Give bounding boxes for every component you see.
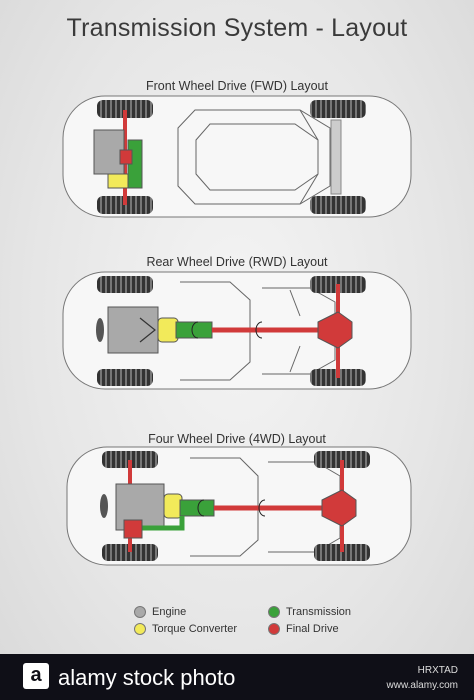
- watermark-bar: [0, 654, 474, 700]
- 4wd-layout-title: Four Wheel Drive (4WD) Layout: [148, 432, 326, 446]
- legend-engine: Engine: [134, 606, 186, 618]
- watermark-text: alamy stock photo: [58, 665, 236, 690]
- rwd-diagram: [62, 271, 412, 390]
- legend-final-drive: Final Drive: [268, 623, 339, 635]
- legend-torque-converter: Torque Converter: [134, 623, 237, 635]
- engine-swatch: [134, 606, 146, 618]
- transmission-swatch: [268, 606, 280, 618]
- fwd-layout-title: Front Wheel Drive (FWD) Layout: [146, 79, 328, 93]
- legend-engine-label: Engine: [152, 606, 187, 618]
- page-title: Transmission System - Layout: [66, 14, 408, 42]
- legend-final-drive-label: Final Drive: [286, 623, 339, 635]
- alamy-logo: a: [23, 663, 49, 689]
- final-drive-swatch: [268, 623, 280, 635]
- rwd-layout-title: Rear Wheel Drive (RWD) Layout: [146, 255, 328, 269]
- legend-transmission: Transmission: [268, 606, 351, 618]
- image-code: HRXTAD: [417, 665, 458, 676]
- fwd-diagram: [62, 95, 412, 218]
- torque-converter-swatch: [134, 623, 146, 635]
- 4wd-diagram: [66, 446, 412, 566]
- watermark-site: www.alamy.com: [386, 680, 459, 691]
- legend-torque-converter-label: Torque Converter: [152, 623, 237, 635]
- legend-transmission-label: Transmission: [286, 606, 351, 618]
